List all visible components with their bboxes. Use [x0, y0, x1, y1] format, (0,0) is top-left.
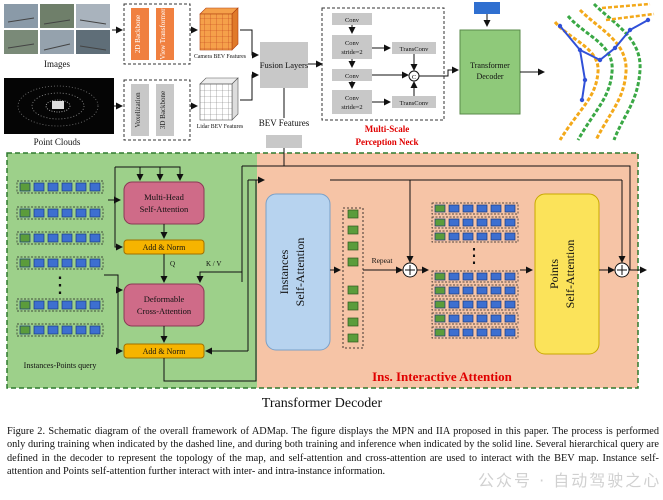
mpn-conv-stride-1: Conv stride=2	[332, 35, 372, 59]
svg-text:TransConv: TransConv	[400, 46, 429, 53]
points-sa-block	[534, 193, 600, 355]
mpn-conv-2: Conv	[332, 69, 372, 81]
points-query-blocks	[431, 202, 519, 339]
backbone-2d-block: 2D Backbone	[131, 8, 149, 60]
points-row	[431, 216, 519, 229]
svg-text:2D Backbone: 2D Backbone	[134, 15, 142, 53]
instances-points-query	[16, 180, 104, 337]
mpn-title-2: Perception Neck	[355, 137, 418, 147]
fusion-label: Fusion Layers	[260, 60, 308, 70]
svg-text:stride=2: stride=2	[341, 49, 362, 56]
mpn-transconv-2: TransConv	[392, 96, 436, 108]
points-dots: ⋮	[464, 245, 484, 267]
images-label: Images	[44, 59, 70, 69]
fusion-layers-box	[260, 42, 308, 88]
camera-images	[4, 4, 110, 54]
points-row	[431, 312, 519, 325]
deformable-cross-attention-block	[123, 283, 205, 327]
points-row	[431, 298, 519, 311]
instance-cell	[347, 241, 359, 251]
svg-text:Conv: Conv	[345, 73, 360, 80]
query-row	[16, 323, 104, 337]
points-row	[431, 326, 519, 339]
points-row	[431, 284, 519, 297]
lidar-branch-box	[123, 79, 191, 141]
instances-sa-block	[265, 193, 331, 351]
repeat-label: Repeat	[372, 256, 394, 265]
bev-features-label: BEV Features	[259, 118, 310, 128]
svg-text:Self-Attention: Self-Attention	[563, 240, 577, 309]
points-row	[431, 270, 519, 283]
output-map	[553, 2, 655, 141]
instance-cell	[347, 285, 359, 295]
mpn-box	[321, 7, 445, 121]
q-label: Q	[170, 260, 175, 268]
svg-text:Self-Attention: Self-Attention	[293, 238, 307, 307]
points-row	[431, 230, 519, 243]
svg-text:Conv: Conv	[345, 40, 360, 47]
svg-text:Conv: Conv	[345, 17, 360, 24]
camera-bev-label: Camera BEV Features	[194, 54, 247, 60]
svg-text:Add & Norm: Add & Norm	[143, 347, 186, 356]
mpn-title-1: Multi-Scale	[365, 124, 410, 134]
svg-text:View Transformer: View Transformer	[159, 8, 167, 60]
camera-bev-cube	[199, 7, 239, 51]
framework-diagram: Images Point Clouds 2D Backbone View Tra…	[4, 2, 655, 411]
mpn-transconv-1: TransConv	[392, 42, 436, 54]
lidar-bev-label: Lidar BEV Features	[197, 124, 244, 130]
svg-text:Decoder: Decoder	[476, 72, 503, 81]
mhsa-block	[123, 181, 205, 225]
kv-label: K / V	[206, 260, 221, 268]
instance-query-cells	[347, 209, 359, 343]
instance-cell	[347, 209, 359, 219]
instance-cell	[347, 317, 359, 327]
svg-text:Points: Points	[547, 259, 561, 289]
points-row	[431, 202, 519, 215]
backbone-3d-block: 3D Backbone	[156, 84, 174, 136]
query-row	[16, 180, 104, 194]
svg-text:Transformer: Transformer	[470, 61, 510, 70]
svg-text:Cross-Attention: Cross-Attention	[137, 306, 192, 316]
svg-text:Multi-Head: Multi-Head	[144, 192, 184, 202]
svg-text:Add & Norm: Add & Norm	[143, 243, 186, 252]
view-transformer-block: View Transformer	[156, 8, 174, 60]
svg-text:Self-Attention: Self-Attention	[140, 204, 189, 214]
point-cloud-image	[4, 78, 114, 134]
query-row	[16, 206, 104, 220]
svg-text:3D Backbone: 3D Backbone	[159, 91, 167, 129]
figure-caption: Figure 2. Schematic diagram of the overa…	[7, 426, 659, 478]
watermark: 公众号 · 自动驾驶之心	[478, 471, 662, 490]
instance-cell	[347, 333, 359, 343]
query-input-block	[474, 2, 500, 14]
query-row	[16, 298, 104, 312]
mpn-conv-stride-2: Conv stride=2	[332, 90, 372, 114]
query-row	[16, 231, 104, 245]
instance-cell	[347, 225, 359, 235]
query-row	[16, 256, 104, 270]
svg-text:Instances: Instances	[277, 249, 291, 294]
lidar-bev-cube	[199, 77, 239, 121]
query-label: Instances-Points query	[24, 361, 97, 370]
query-dots: ⋮	[49, 272, 71, 297]
instance-cell	[347, 301, 359, 311]
camera-branch-box	[123, 3, 191, 65]
svg-text:stride=2: stride=2	[341, 104, 362, 111]
svg-text:Deformable: Deformable	[144, 294, 185, 304]
top-transformer-decoder	[459, 29, 521, 115]
iia-title: Ins. Interactive Attention	[372, 369, 513, 384]
decoder-title: Transformer Decoder	[262, 396, 383, 411]
voxelization-block: Voxelization	[131, 84, 149, 136]
svg-text:Conv: Conv	[345, 95, 360, 102]
point-clouds-label: Point Clouds	[34, 137, 81, 147]
instance-cell	[347, 257, 359, 267]
svg-text:Voxelization: Voxelization	[134, 92, 142, 128]
bev-features-box	[266, 135, 302, 148]
mpn-conv-1: Conv	[332, 13, 372, 25]
instance-column	[342, 207, 364, 349]
svg-text:C: C	[412, 74, 416, 81]
svg-text:TransConv: TransConv	[400, 100, 429, 107]
